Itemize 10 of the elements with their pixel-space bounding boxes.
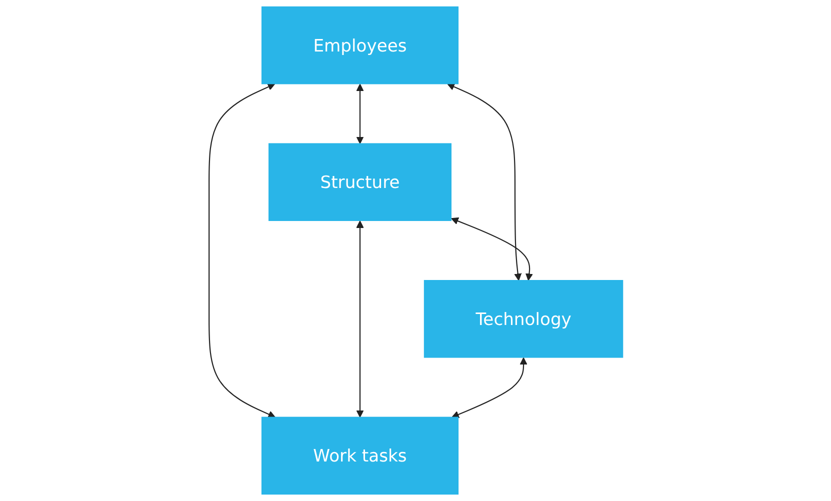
- arrow: [208, 83, 276, 418]
- arrow: [446, 83, 522, 281]
- node-box: Structure: [268, 143, 452, 221]
- node-box: Employees: [261, 6, 458, 84]
- arrow: [451, 357, 527, 418]
- arrow: [356, 220, 364, 418]
- arrow: [450, 217, 533, 281]
- node-box: Work tasks: [261, 416, 458, 495]
- arrow: [356, 84, 364, 144]
- node-box: Technology: [424, 280, 623, 358]
